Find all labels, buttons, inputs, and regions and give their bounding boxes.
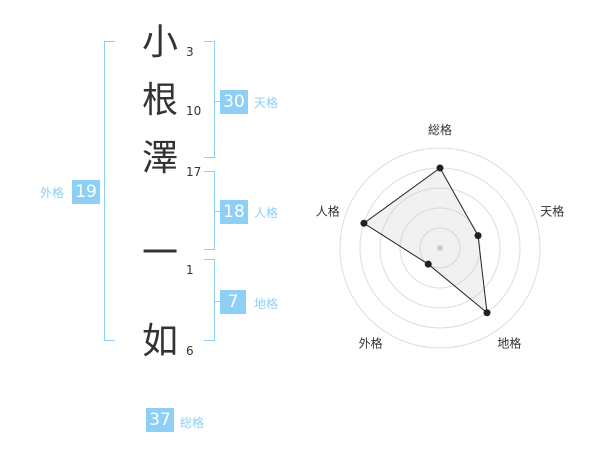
radar-ring: [339, 147, 541, 349]
gaikaku-badge: 19: [72, 180, 100, 204]
soukaku-badge: 37: [146, 408, 174, 432]
name-char-2: 根: [141, 80, 178, 121]
chikaku-badge: 7: [220, 290, 246, 314]
stroke-count-3: 17: [186, 165, 202, 179]
gaikaku-bracket: [104, 41, 115, 341]
radar-axis-label: 人格: [316, 204, 340, 219]
radar-axis-label: 地格: [497, 335, 521, 350]
name-char-5: 如: [141, 321, 178, 362]
radar-data-polygon: [363, 167, 488, 314]
radar-ring: [419, 227, 461, 269]
jinkaku-tick: [214, 211, 220, 212]
radar-ring: [379, 187, 501, 309]
tenkaku-bracket: [204, 41, 215, 158]
stroke-count-5: 6: [186, 344, 194, 358]
radar-point: [424, 260, 432, 268]
radar-point: [436, 164, 444, 172]
name-char-3: 澤: [141, 138, 178, 179]
gaikaku-label: 外格: [40, 186, 65, 200]
chikaku-tick: [214, 301, 220, 302]
radar-axis-label: 天格: [540, 204, 564, 219]
radar-point: [474, 232, 482, 240]
jinkaku-bracket: [204, 171, 215, 250]
jinkaku-label: 人格: [254, 206, 279, 220]
radar-point: [483, 309, 491, 317]
stroke-count-1: 3: [186, 45, 194, 59]
jinkaku-badge: 18: [220, 200, 248, 224]
tenkaku-tick: [214, 101, 220, 102]
name-char-1: 小: [141, 22, 178, 63]
name-char-4: 一: [141, 233, 178, 274]
radar-center-dot: [437, 245, 443, 251]
radar-axis-label: 外格: [359, 335, 383, 350]
stroke-count-2: 10: [186, 104, 202, 118]
radar-point: [360, 219, 368, 227]
radar-ring: [399, 207, 481, 289]
chikaku-label: 地格: [254, 297, 279, 311]
stroke-count-4: 1: [186, 263, 194, 277]
soukaku-label: 総格: [180, 416, 205, 430]
tenkaku-label: 天格: [254, 96, 279, 110]
tenkaku-badge: 30: [220, 90, 248, 114]
radar-axis-label: 総格: [428, 122, 452, 137]
chikaku-bracket: [204, 259, 215, 341]
